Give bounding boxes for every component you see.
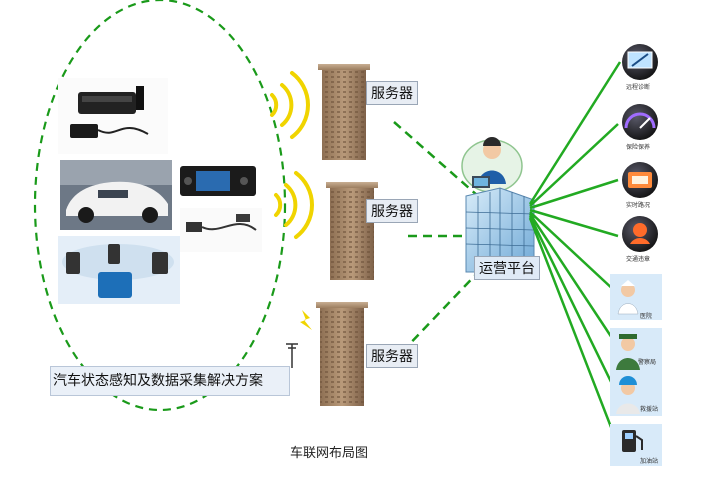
server-building-3 xyxy=(316,302,368,406)
service-label-police: 警察局 xyxy=(638,357,656,366)
server-label-1: 服务器 xyxy=(366,81,418,105)
platform-label: 运营平台 xyxy=(474,256,540,280)
mobile-devices-photo xyxy=(58,236,180,304)
speedometer-icon xyxy=(622,104,658,140)
service-links xyxy=(530,62,620,440)
service-label-violation: 交通违章 xyxy=(626,254,650,263)
solution-label: 汽车状态感知及数据采集解决方案 xyxy=(50,366,290,396)
monitor-icon xyxy=(622,44,658,80)
wireless-signal-2 xyxy=(276,173,312,237)
service-label-fuel: 加油站 xyxy=(640,456,658,465)
server-label-2: 服务器 xyxy=(366,199,418,223)
nurse-icon xyxy=(610,274,662,320)
server-building-2 xyxy=(326,182,378,280)
server-building-1 xyxy=(318,64,370,160)
service-label-remote-diagnosis: 远程诊断 xyxy=(626,82,650,91)
antenna-icon xyxy=(286,310,312,368)
server-label-3: 服务器 xyxy=(366,344,418,368)
service-label-traffic: 实时路况 xyxy=(626,200,650,209)
obd-cable-photo xyxy=(180,208,262,252)
race-car-photo xyxy=(60,160,172,230)
violation-icon xyxy=(622,216,658,252)
gps-tracker-photo xyxy=(58,78,168,154)
wireless-signal-1 xyxy=(272,73,308,137)
diagram-caption: 车联网布局图 xyxy=(290,442,368,461)
service-label-rescue: 救援站 xyxy=(640,404,658,413)
service-label-insurance: 保险保养 xyxy=(626,142,650,151)
service-label-hospital: 医院 xyxy=(640,311,652,320)
police-icon xyxy=(610,328,662,374)
traffic-icon xyxy=(622,162,658,198)
car-head-unit-photo xyxy=(180,166,256,196)
operator-icon xyxy=(462,137,522,192)
